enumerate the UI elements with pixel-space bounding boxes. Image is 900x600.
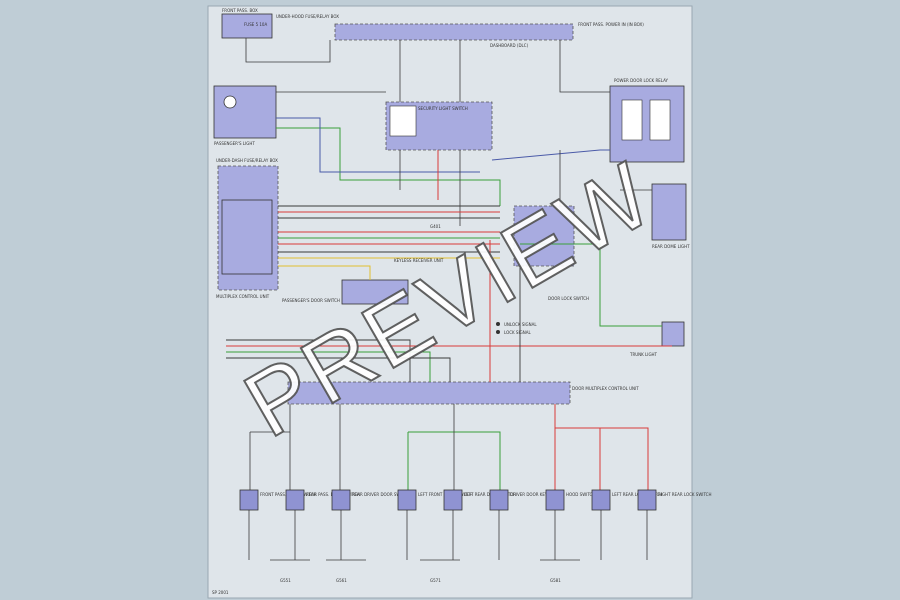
switch-label: RIGHT REAR LOCK SWITCH <box>658 492 711 497</box>
wire-green-trunk <box>520 243 662 327</box>
switch-label: LEFT REAR LOCK SWITCH <box>612 492 662 497</box>
wire-bottom-green <box>226 351 431 382</box>
right-light-label: REAR DOME LIGHT <box>652 244 690 249</box>
door-switch <box>443 489 463 511</box>
footer-label: SP 2001 <box>212 590 229 595</box>
ground-label: G551 <box>280 578 291 583</box>
ground-label: G561 <box>336 578 347 583</box>
relay-coil-a <box>621 99 643 141</box>
right-small-label: TRUNK LIGHT <box>629 352 658 357</box>
door-switch <box>489 489 509 511</box>
ground-center: G401 <box>430 224 441 229</box>
keyless-receiver <box>341 279 409 305</box>
wire-yellow-keyless <box>278 265 371 280</box>
header-dlc: DASHBOARD (DLC) <box>490 43 529 48</box>
multiplex-inner <box>221 199 273 275</box>
multiplex-label: MULTIPLEX CONTROL UNIT <box>216 294 270 299</box>
wire-bottom-1 <box>226 339 411 382</box>
switch-inner <box>389 105 417 137</box>
wire-top-1 <box>245 38 331 63</box>
switch-label: DRIVER DOOR KEY SWITCH <box>510 492 564 497</box>
ground-label: G581 <box>550 578 561 583</box>
door-switch <box>545 489 565 511</box>
trunk-light <box>661 321 685 347</box>
power-door-lock-relay <box>609 85 685 163</box>
front-pass-box <box>221 13 273 39</box>
pin-note: PASSENGER'S DOOR SWITCH <box>282 298 340 303</box>
wire-bottom-2 <box>226 357 451 382</box>
relay-coil-b <box>649 99 671 141</box>
wire-relay-blue <box>491 149 610 161</box>
door-switch <box>637 489 657 511</box>
keyless-label: KEYLESS RECEIVER UNIT <box>394 258 444 263</box>
door-multiplex-bus <box>287 381 571 405</box>
header-note: FRONT PASS. POWER IN (IN BOX) <box>578 22 644 27</box>
wire-light-green <box>276 127 501 206</box>
under-dash-label: UNDER-DASH FUSE/RELAY BOX <box>216 158 278 163</box>
legend-dot-2 <box>496 330 500 334</box>
switch-label: HOOD SWITCH <box>566 492 595 497</box>
sw-left-label: PASSENGER'S LIGHT <box>214 141 255 146</box>
legend-dot-1 <box>496 322 500 326</box>
wire-dist-green-2 <box>408 431 501 490</box>
door-switch <box>239 489 259 511</box>
passenger-light <box>213 85 277 139</box>
wire-dist-red-2 <box>555 427 649 490</box>
door-switch <box>591 489 611 511</box>
pass-box-note: UNDER-HOOD FUSE/RELAY BOX <box>276 14 339 19</box>
door-lock-switch-box <box>513 205 575 267</box>
ground-label: G571 <box>430 578 441 583</box>
door-switch <box>285 489 305 511</box>
topleft-box-label: FRONT PASS. BOX <box>222 8 258 13</box>
light-bulb-icon <box>223 95 237 109</box>
bottom-bus-label: DOOR MULTIPLEX CONTROL UNIT <box>572 386 639 391</box>
legend2: LOCK SIGNAL <box>504 330 531 335</box>
door-lock-sw-label: DOOR LOCK SWITCH <box>548 296 589 301</box>
door-switch <box>331 489 351 511</box>
topleft-fuse-label: FUSE 5 10A <box>244 22 267 27</box>
header-connector <box>334 23 574 41</box>
rear-dome-light <box>651 183 687 241</box>
wire-group <box>226 38 672 561</box>
switch-label: REAR DRIVER DOOR SWITCH <box>352 492 410 497</box>
sw-center-label: SECURITY LIGHT SWITCH <box>418 106 468 111</box>
door-switch <box>397 489 417 511</box>
wire-top-4 <box>559 40 610 93</box>
legend1: UNLOCK SIGNAL <box>504 322 537 327</box>
relay-right-label: POWER DOOR LOCK RELAY <box>614 78 668 83</box>
